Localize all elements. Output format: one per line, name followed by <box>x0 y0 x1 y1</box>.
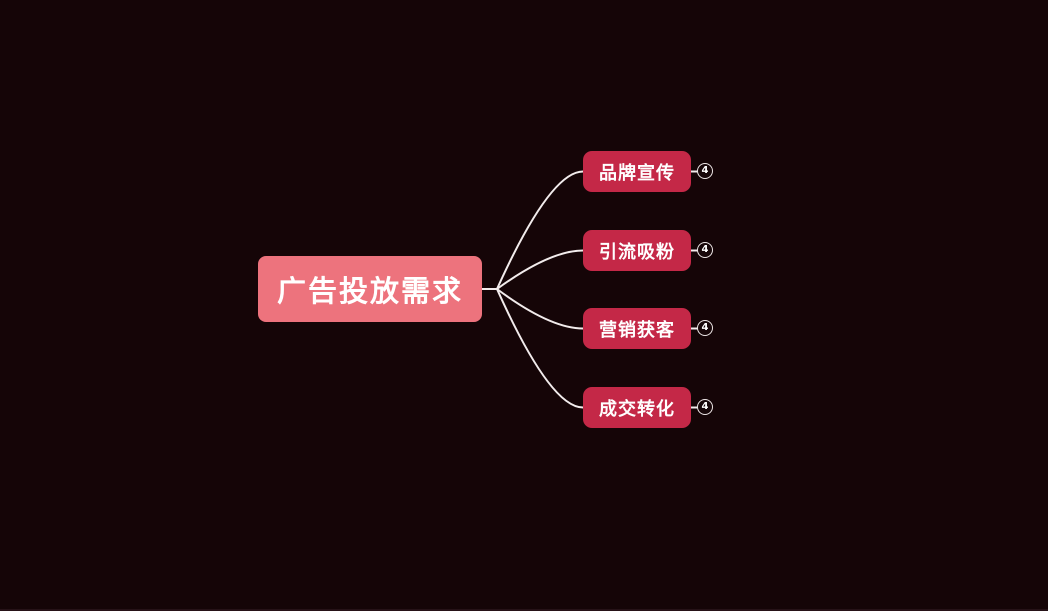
child-node-label: 品牌宣传 <box>599 162 675 184</box>
child-node-label: 成交转化 <box>599 398 675 420</box>
child-node-brand[interactable]: 品牌宣传 <box>583 151 691 192</box>
child-node-conversion[interactable]: 成交转化 <box>583 387 691 428</box>
child-node-marketing[interactable]: 营销获客 <box>583 308 691 349</box>
connector-group <box>481 170 698 409</box>
connector-branch-1 <box>496 170 584 290</box>
collapse-badge-traffic[interactable]: 4 <box>697 242 713 258</box>
root-node[interactable]: 广告投放需求 <box>258 256 482 322</box>
collapse-badge-conversion[interactable]: 4 <box>697 399 713 415</box>
connector-branch-2 <box>496 249 584 290</box>
root-node-label: 广告投放需求 <box>276 274 463 308</box>
collapse-badge-marketing[interactable]: 4 <box>697 320 713 336</box>
canvas-bottom-edge <box>0 609 1048 611</box>
child-node-label: 营销获客 <box>599 319 675 341</box>
connector-branch-3 <box>496 288 584 330</box>
child-node-traffic[interactable]: 引流吸粉 <box>583 230 691 271</box>
collapse-badge-brand[interactable]: 4 <box>697 163 713 179</box>
child-node-label: 引流吸粉 <box>599 241 675 263</box>
connector-branch-4 <box>496 288 584 409</box>
